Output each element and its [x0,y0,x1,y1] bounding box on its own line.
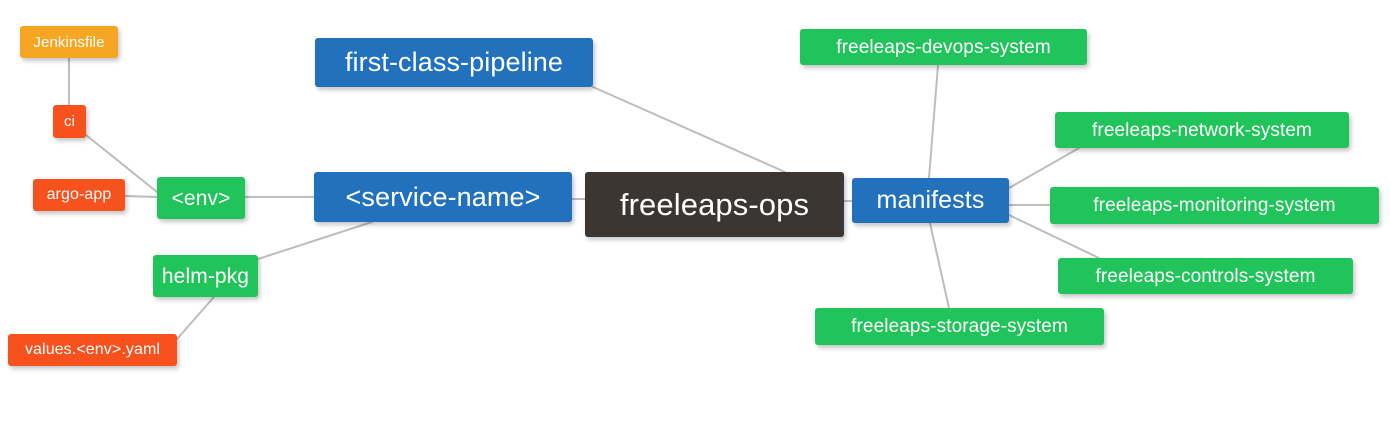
edge-ci-to-env [85,134,158,193]
edge-first-class-pipeline-to-freeleaps-ops [592,86,786,173]
node-service-name[interactable]: <service-name> [314,172,572,222]
node-env[interactable]: <env> [157,177,245,219]
edge-network-system-to-manifests [1008,147,1080,189]
node-manifests[interactable]: manifests [852,178,1009,223]
edge-helm-pkg-to-service-name [257,221,373,260]
node-controls-system[interactable]: freeleaps-controls-system [1058,258,1353,294]
node-argo-app[interactable]: argo-app [33,179,125,211]
node-ci[interactable]: ci [53,105,86,138]
edge-storage-system-to-manifests [929,222,950,309]
node-helm-pkg[interactable]: helm-pkg [153,255,258,297]
edge-controls-system-to-manifests [1008,214,1100,259]
node-monitoring-system[interactable]: freeleaps-monitoring-system [1050,187,1379,224]
node-values-yaml[interactable]: values.<env>.yaml [8,334,177,366]
edge-devops-system-to-manifests [928,64,939,179]
node-devops-system[interactable]: freeleaps-devops-system [800,29,1087,65]
node-freeleaps-ops[interactable]: freeleaps-ops [585,172,844,237]
node-first-class-pipeline[interactable]: first-class-pipeline [315,38,593,87]
edge-values-yaml-to-helm-pkg [176,296,215,340]
edge-argo-app-to-env [124,195,158,198]
node-network-system[interactable]: freeleaps-network-system [1055,112,1349,148]
node-jenkinsfile[interactable]: Jenkinsfile [20,26,118,58]
node-storage-system[interactable]: freeleaps-storage-system [815,308,1104,345]
